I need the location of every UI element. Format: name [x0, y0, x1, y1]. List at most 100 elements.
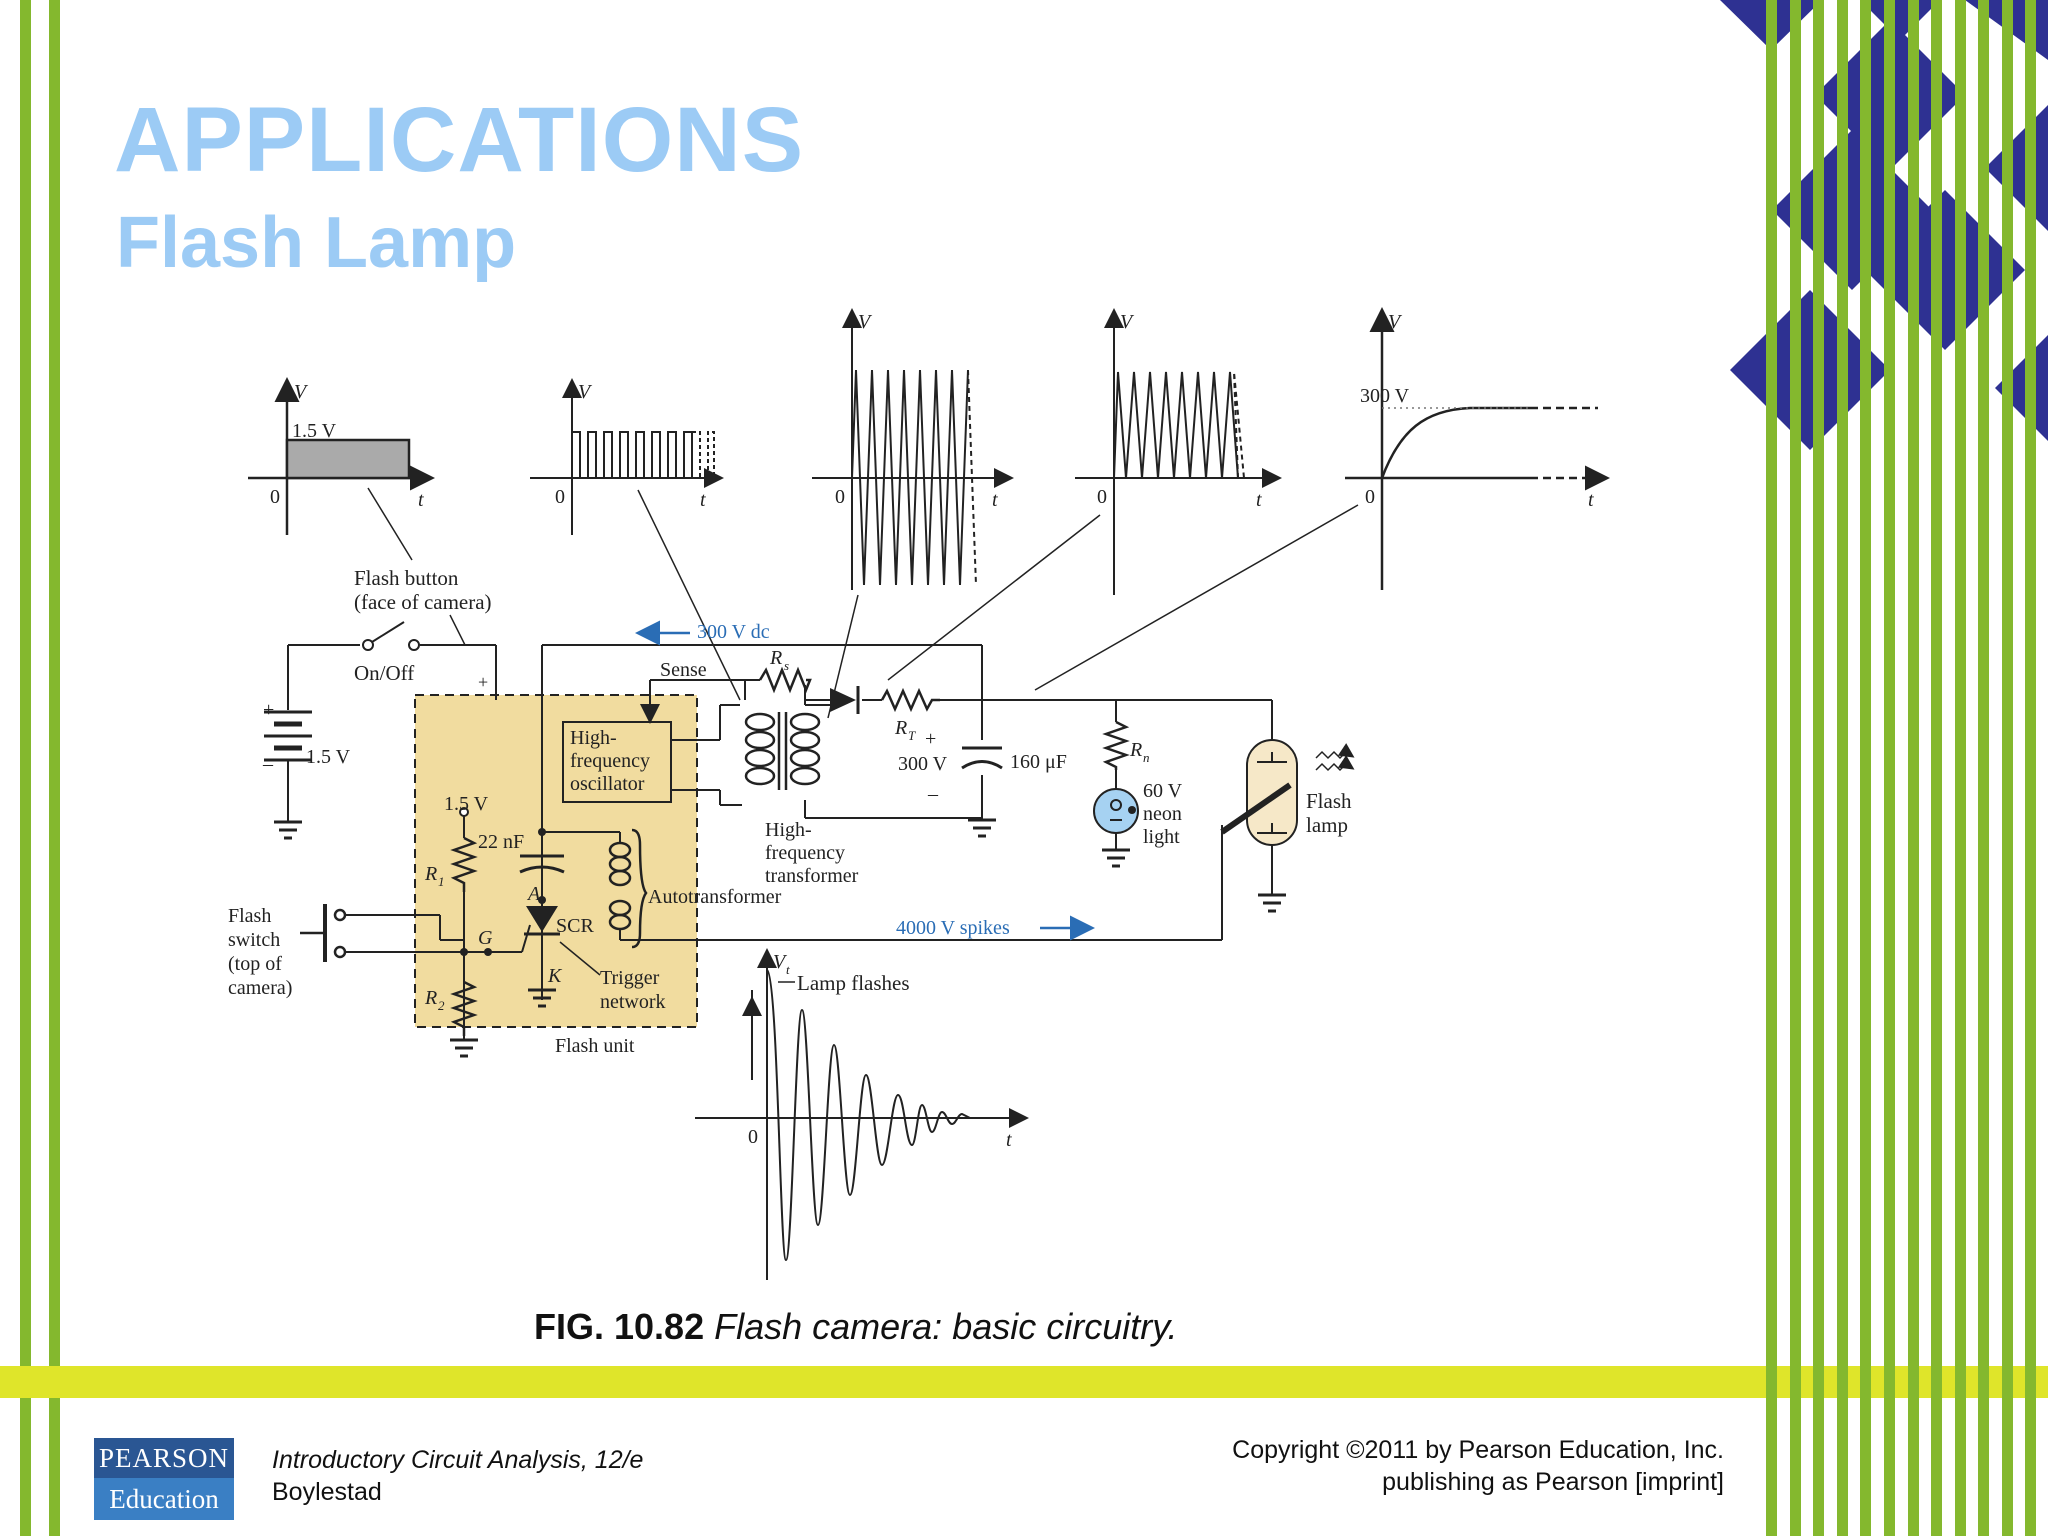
sense-label: Sense [660, 659, 707, 681]
r1-resistor [450, 836, 478, 892]
flash-lamp-label-1: Flash [1306, 789, 1352, 813]
corner-decoration [1720, 0, 2048, 1536]
flash-switch-label-1: Flash [228, 905, 271, 927]
osc-label-1: High- [570, 727, 617, 749]
yellow-band [0, 1366, 2048, 1398]
footer-copyright-line-1: Copyright ©2011 by Pearson Education, In… [1232, 1436, 1724, 1464]
hf-transformer [744, 712, 821, 790]
hft-label-2: frequency [765, 842, 845, 864]
graph6-t-label: t [1006, 1129, 1012, 1151]
footer-copyright-line-2: publishing as Pearson [imprint] [1382, 1468, 1724, 1496]
graph-vt-sub: t [786, 962, 790, 977]
flash-unit-label: Flash unit [555, 1035, 635, 1057]
figure-text: Flash camera: basic circuitry. [714, 1306, 1178, 1347]
graph-battery-voltage [248, 377, 435, 535]
pearson-logo: PEARSON Education [94, 1438, 234, 1520]
battery-label: 1.5 V [306, 746, 351, 768]
graph-lamp-flash [695, 948, 1029, 1280]
graph1-level: 1.5 V [292, 420, 337, 442]
footer-book-title: Introductory Circuit Analysis, 12/e [272, 1446, 644, 1474]
hft-label-3: transformer [765, 865, 859, 887]
logo-bottom-text: Education [94, 1478, 234, 1520]
rectifier-diode [830, 686, 860, 714]
graph3-zero: 0 [835, 486, 845, 508]
cap-plus: + [925, 728, 936, 750]
graph5-zero: 0 [1365, 486, 1375, 508]
flash-unit-plus: + [478, 672, 488, 692]
left-stripe-1 [20, 0, 31, 1536]
neon-light [1093, 788, 1139, 834]
rn-label: R [1129, 739, 1142, 761]
on-off-label: On/Off [354, 661, 414, 685]
scr-k-label: K [547, 965, 563, 987]
battery-symbol [264, 710, 312, 762]
r2-label: R [424, 987, 437, 1009]
scr-label: SCR [556, 915, 594, 937]
lamp-flashes-label: Lamp flashes [797, 971, 910, 995]
storage-capacitor [961, 746, 1003, 770]
rn-resistor [1102, 720, 1130, 770]
graph1-zero: 0 [270, 486, 280, 508]
graph-rectified-output [1075, 308, 1282, 595]
battery-plus: + [263, 699, 274, 721]
trigger-label-2: network [600, 991, 666, 1013]
neon-label-3: light [1143, 826, 1180, 848]
footer-book: Introductory Circuit Analysis, 12/e Boyl… [272, 1444, 643, 1508]
graph4-zero: 0 [1097, 486, 1107, 508]
autotransformer-coil [608, 828, 648, 949]
graph4-v-label: V [1120, 311, 1135, 333]
graph5-t-label: t [1588, 489, 1594, 511]
rn-label-sub: n [1143, 750, 1150, 765]
hft-label-1: High- [765, 819, 812, 841]
flash-button-label-2: (face of camera) [354, 590, 492, 614]
scr-a-label: A [526, 883, 541, 905]
graph-capacitor-charge [1345, 307, 1610, 590]
rs-label-sub: s [784, 658, 789, 673]
flash-switch-label-4: camera) [228, 977, 292, 999]
left-stripe-2 [49, 0, 60, 1536]
ground-symbols [274, 818, 1286, 1058]
neon-label-2: neon [1143, 803, 1182, 825]
spikes-label: 4000 V spikes [896, 917, 1010, 939]
page-subtitle: Flash Lamp [116, 203, 517, 283]
footer-book-author: Boylestad [272, 1478, 382, 1506]
graph5-v-label: V [1388, 311, 1403, 333]
scr-symbol [460, 828, 560, 956]
graph2-zero: 0 [555, 486, 565, 508]
rt-label-sub: T [908, 728, 916, 743]
figure-number: FIG. 10.82 [534, 1306, 705, 1347]
flash-unit-voltage: 1.5 V [444, 793, 489, 815]
autotransformer-label: Autotransformer [648, 886, 782, 908]
graph5-level: 300 V [1360, 385, 1410, 407]
graph1-t-label: t [418, 489, 424, 511]
flash-switch [300, 904, 347, 962]
graph-pointer-lines [367, 487, 1359, 719]
graph-vt-label: V [773, 951, 788, 973]
figure-caption: FIG. 10.82 Flash camera: basic circuitry… [534, 1306, 1178, 1348]
r1-label: R [424, 863, 437, 885]
graph3-v-label: V [858, 311, 873, 333]
rt-label: R [894, 717, 907, 739]
flash-lamp [1220, 739, 1355, 846]
cap-value-label: 160 μF [1010, 751, 1067, 773]
page-title: APPLICATIONS [114, 89, 805, 191]
graph-oscillator-output [530, 378, 724, 535]
r1-label-sub: 1 [438, 874, 445, 889]
neon-label-1: 60 V [1143, 780, 1183, 802]
flash-switch-label-3: (top of [228, 953, 282, 975]
trigger-label-1: Trigger [600, 967, 660, 989]
graph3-t-label: t [992, 489, 998, 511]
dc-300-label: 300 V dc [697, 621, 770, 643]
circuit-wires [287, 621, 1273, 1040]
flash-switch-label-2: switch [228, 929, 280, 951]
graph-transformer-output [812, 308, 1014, 590]
r2-resistor [450, 980, 478, 1036]
graph2-v-label: V [578, 381, 593, 403]
rt-resistor [880, 687, 940, 713]
logo-top-text: PEARSON [94, 1438, 234, 1478]
r2-label-sub: 2 [438, 998, 445, 1013]
footer-copyright: Copyright ©2011 by Pearson Education, In… [1120, 1434, 1724, 1498]
scr-g-label: G [478, 927, 493, 949]
cap-minus: – [927, 783, 939, 805]
